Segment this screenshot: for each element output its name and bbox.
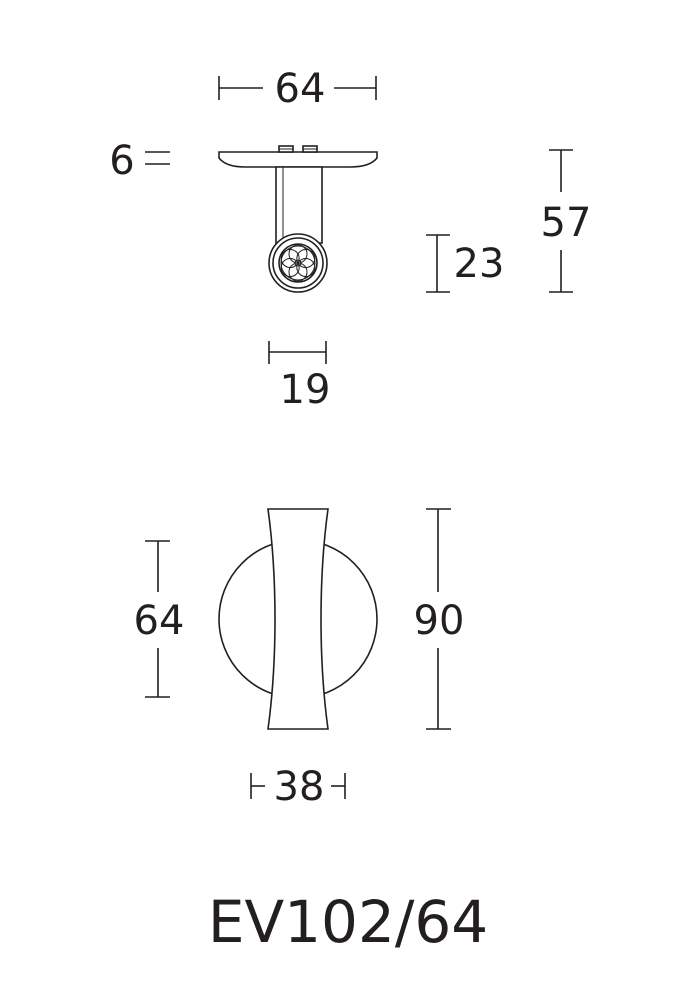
dimension-stem-width-label: 19 [280,367,331,413]
dimension-knob-diameter: 23 [426,234,505,293]
dimension-rose-thickness-label: 6 [109,138,134,184]
dimension-lever-length-label: 90 [414,598,465,644]
rose-plate-side [218,151,378,168]
dimension-total-height-label: 57 [541,200,592,246]
rosette-pattern-icon [280,244,316,282]
model-code: EV102/64 [208,888,488,956]
dimension-top-width: 64 [218,66,377,112]
dimension-lever-width-label: 38 [274,764,325,810]
side-view: 64 6 [109,66,591,413]
thumb-turn-lever [267,508,329,730]
dimension-rose-thickness: 6 [109,138,170,184]
dimension-lever-width: 38 [250,764,346,810]
knob-end [268,233,328,293]
front-view: 64 90 38 [134,508,465,810]
dimension-top-width-label: 64 [275,66,326,112]
dimension-lever-length: 90 [414,508,465,730]
dimension-rose-height: 64 [134,540,185,698]
dimension-total-height: 57 [541,149,592,293]
dimension-rose-height-label: 64 [134,598,185,644]
stem [275,166,323,244]
dimension-knob-diameter-label: 23 [454,241,505,287]
dimension-stem-width: 19 [268,341,331,413]
